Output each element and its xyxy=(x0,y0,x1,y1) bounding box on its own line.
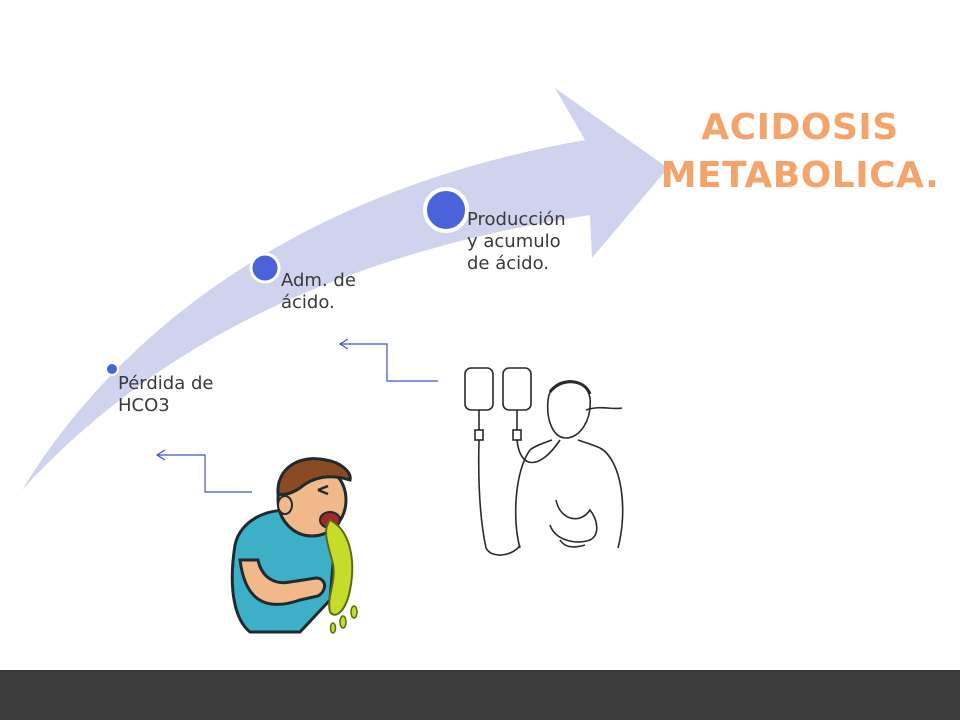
step-3-line-1: Producción xyxy=(467,209,566,230)
step-2-label: Adm. de ácido. xyxy=(281,270,401,314)
connector-arrow-bottom xyxy=(155,449,252,493)
step-1-line-1: Pérdida de xyxy=(118,373,214,394)
iv-drip-patient-icon xyxy=(464,367,624,556)
step-3-line-3: de ácido. xyxy=(467,253,549,274)
slide-title: ACIDOSIS METABOLICA. xyxy=(650,104,950,200)
footer-bar xyxy=(0,670,960,720)
connector-arrow-top xyxy=(338,338,438,382)
step-1-label: Pérdida de HCO3 xyxy=(118,373,268,417)
process-arrow xyxy=(22,88,668,490)
step-marker-3 xyxy=(423,187,469,233)
step-marker-1 xyxy=(105,362,119,376)
vomiting-person-icon xyxy=(230,457,358,634)
slide-title-line-1: ACIDOSIS xyxy=(701,107,899,148)
step-3-line-2: y acumulo xyxy=(467,231,561,252)
step-1-line-2: HCO3 xyxy=(118,395,170,416)
step-2-line-1: Adm. de xyxy=(281,270,356,291)
step-marker-2 xyxy=(249,252,281,284)
slide-title-line-2: METABOLICA. xyxy=(660,155,940,196)
step-2-line-2: ácido. xyxy=(281,292,335,313)
step-3-label: Producción y acumulo de ácido. xyxy=(467,209,607,275)
